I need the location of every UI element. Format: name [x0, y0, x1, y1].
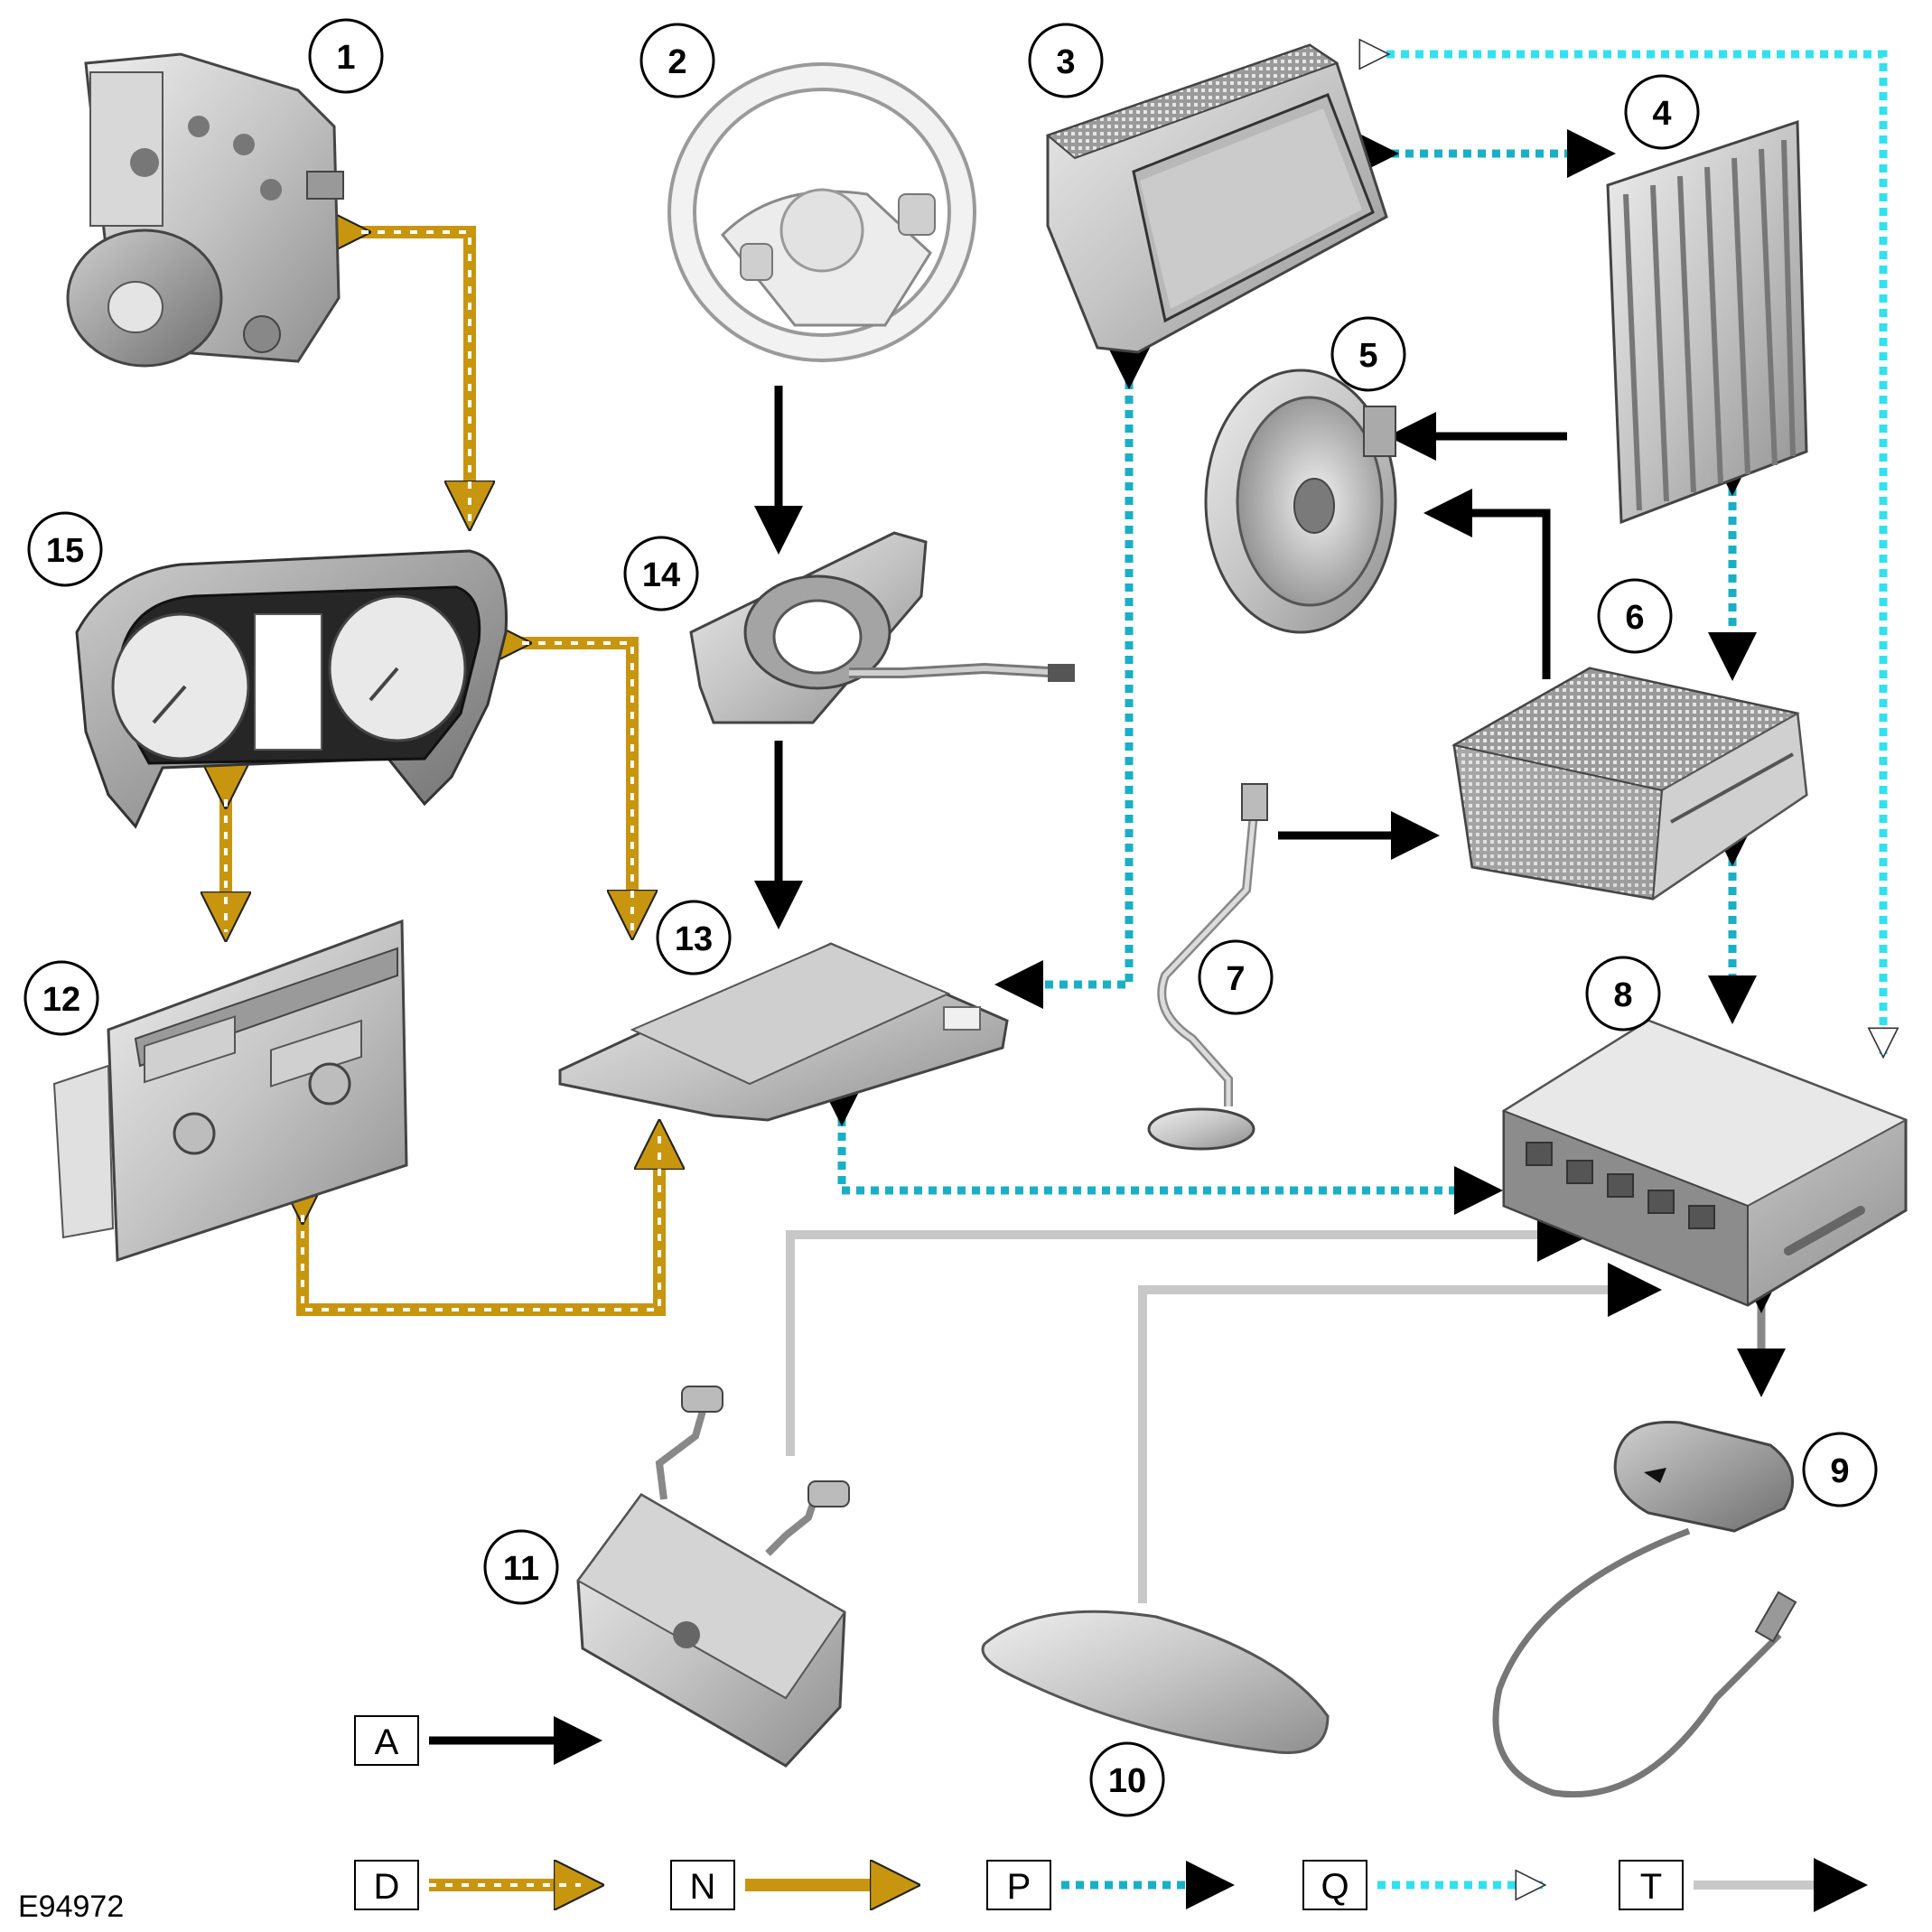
key-letter: T	[1640, 1867, 1662, 1907]
link-11-8	[786, 1208, 1591, 1456]
component-badge-6: 6	[1597, 578, 1673, 654]
link-10-8	[1138, 1263, 1662, 1603]
key-entry-a: A	[354, 1715, 602, 1766]
component-badge-1: 1	[308, 18, 384, 94]
component-number: 7	[1226, 960, 1245, 998]
gps-antenna-icon	[1492, 1420, 1797, 1798]
component-number: 3	[1056, 43, 1075, 81]
reference-code: E94972	[18, 1890, 124, 1924]
key-letter: N	[690, 1867, 716, 1907]
clockspring-icon	[689, 531, 1075, 724]
key-entry-n: N	[670, 1860, 910, 1910]
component-number: 10	[1108, 1762, 1146, 1800]
component-number: 5	[1358, 337, 1377, 375]
component-badge-11: 11	[483, 1529, 559, 1605]
link-13-8	[817, 1078, 1503, 1215]
component-number: 14	[642, 556, 680, 594]
component-badge-5: 5	[1330, 316, 1406, 392]
key-letter: D	[374, 1867, 400, 1907]
component-number: 11	[503, 1550, 539, 1588]
control-panel-icon	[52, 919, 408, 1263]
roof-antenna-icon	[981, 1610, 1330, 1754]
audio-unit-icon	[1451, 667, 1808, 901]
instrument-cluster-icon	[75, 549, 508, 829]
component-badge-13: 13	[656, 900, 732, 975]
central-junction-box-icon	[558, 942, 1009, 1122]
link-12-13	[303, 1129, 659, 1316]
touch-screen-display-icon	[1045, 43, 1388, 354]
navigation-module-icon	[1501, 1019, 1909, 1307]
component-badge-7: 7	[1198, 939, 1274, 1015]
component-badge-10: 10	[1089, 1741, 1165, 1817]
link-3-8	[1358, 38, 1899, 1059]
steering-wheel-icon	[667, 62, 976, 362]
speaker-icon	[1204, 369, 1397, 634]
key-letter: Q	[1321, 1867, 1349, 1907]
component-badge-4: 4	[1624, 74, 1700, 150]
component-number: 13	[675, 920, 713, 958]
link-1-15	[361, 232, 470, 521]
component-badge-14: 14	[623, 536, 699, 611]
link-6-5	[1423, 489, 1551, 679]
component-number: 4	[1652, 95, 1671, 133]
component-number: 1	[336, 39, 355, 77]
connection-lines	[226, 38, 1899, 1603]
component-badge-8: 8	[1585, 956, 1661, 1031]
key-entry-q: Q	[1302, 1860, 1547, 1910]
key-letter: P	[1007, 1867, 1031, 1907]
component-number: 15	[46, 532, 84, 570]
tuner-module-icon	[576, 1386, 850, 1768]
key-letter: A	[375, 1722, 399, 1762]
link-15-13	[522, 643, 632, 930]
component-number: 8	[1613, 976, 1632, 1014]
component-badge-9: 9	[1802, 1432, 1878, 1507]
component-number: 6	[1625, 599, 1644, 637]
component-badge-2: 2	[639, 23, 715, 98]
component-number: 12	[42, 981, 80, 1019]
line-key: A D N P Q T	[354, 1715, 1868, 1912]
antenna-lead-icon	[1147, 783, 1268, 1151]
component-number: 9	[1830, 1452, 1849, 1490]
audio-amplifier-icon	[1606, 119, 1808, 525]
component-badge-15: 15	[27, 511, 103, 587]
component-number: 2	[667, 43, 686, 81]
key-entry-p: P	[986, 1860, 1235, 1910]
component-badge-3: 3	[1028, 23, 1104, 98]
link-3-13	[994, 341, 1153, 1009]
key-entry-t: T	[1619, 1858, 1868, 1912]
abs-module-icon	[66, 52, 344, 368]
component-badge-12: 12	[23, 960, 99, 1036]
key-entry-d: D	[354, 1860, 594, 1910]
